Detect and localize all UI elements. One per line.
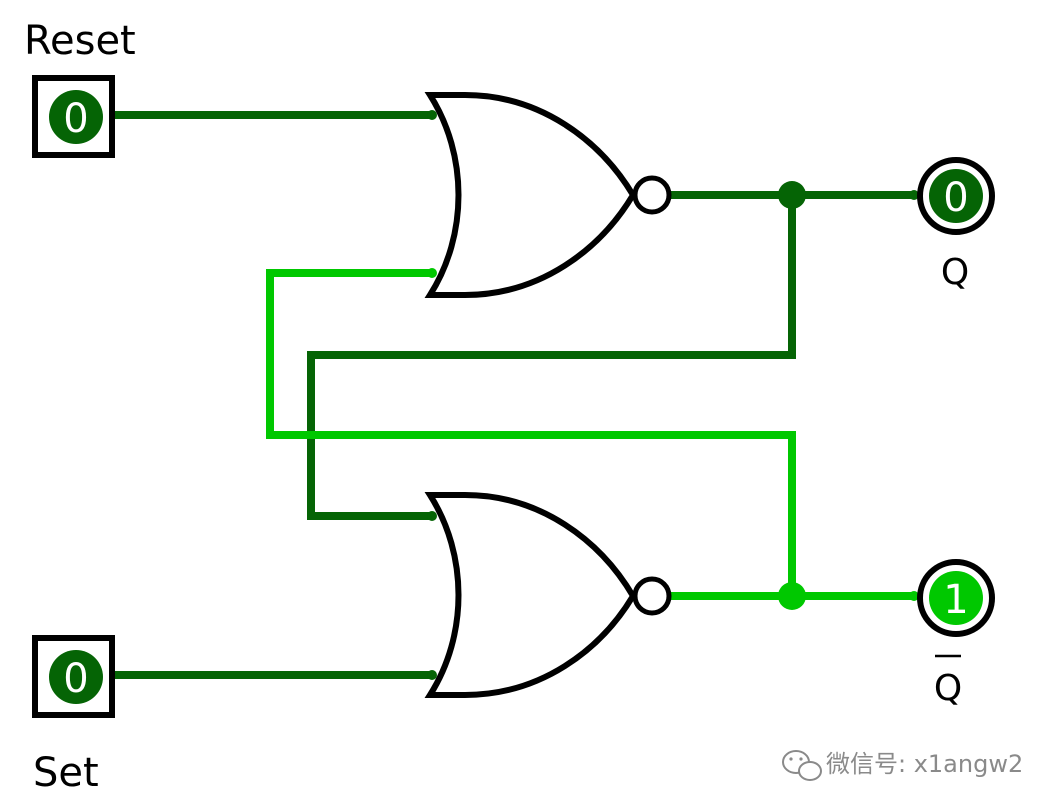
set-label: Set [33, 750, 99, 796]
nor-gate-top[interactable] [424, 92, 672, 298]
junction-dot [909, 190, 919, 200]
watermark: 微信号: x1angw2 [782, 750, 1023, 781]
wechat-icon [782, 750, 822, 781]
set-value: 0 [63, 656, 88, 702]
junction-dot [427, 670, 437, 680]
qbar-label: Q [934, 668, 962, 709]
junction-dot [427, 110, 437, 120]
reset-input-pin[interactable]: 0 [32, 75, 115, 158]
pin-indicator [49, 650, 103, 704]
q-label: Q [941, 252, 969, 293]
set-input-pin[interactable]: 0 [32, 635, 115, 718]
watermark-text: 微信号: x1angw2 [826, 750, 1023, 778]
junction-dot [909, 591, 919, 601]
reset-value: 0 [63, 96, 88, 142]
reset-label: Reset [24, 18, 136, 64]
pin-indicator [929, 169, 983, 223]
pin-indicator [49, 90, 103, 144]
qbar-value: 1 [943, 577, 968, 623]
nor-inversion-bubble [632, 175, 672, 215]
qbar-output-pin: 1 [917, 559, 995, 637]
junction-dot-q [778, 181, 806, 209]
pin-indicator [929, 571, 983, 625]
q-value: 0 [943, 175, 968, 221]
junction-dot [427, 511, 437, 521]
wire-q-feedback [307, 195, 796, 520]
nor-inversion-bubble [632, 576, 672, 616]
nor-gate-bottom[interactable] [424, 492, 672, 698]
junction-dot [427, 268, 437, 278]
q-output-pin: 0 [917, 157, 995, 235]
wire-q-net [307, 191, 915, 520]
nor-gate-body [424, 492, 637, 698]
nor-gate-body [424, 92, 637, 298]
junction-dot-qbar [778, 582, 806, 610]
wire-qbar-feedback [266, 269, 796, 596]
